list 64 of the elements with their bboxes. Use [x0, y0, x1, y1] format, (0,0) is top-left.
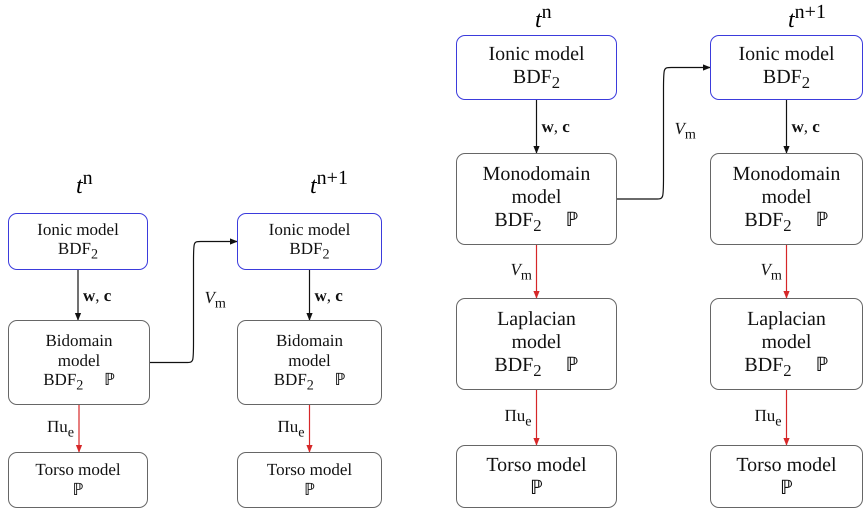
model-name: Ionic model: [268, 220, 350, 240]
model-box: [710, 153, 863, 245]
model-box: [456, 35, 617, 100]
time-step-label: t$^{n+1}$: [310, 168, 348, 198]
method-label: BDF$_{2}$: [512, 66, 560, 92]
method-label: BDF$_{2}$: [43, 370, 84, 394]
arrow: [783, 390, 790, 446]
model-name: Bidomain model: [44, 331, 114, 370]
model-name: Ionic model: [738, 42, 835, 66]
model-name: Ionic model: [488, 42, 585, 66]
arrow: [533, 100, 540, 154]
model-box: [456, 153, 617, 245]
arrow: [76, 405, 82, 453]
method-label: BDF$_{2}$: [744, 354, 792, 380]
model-name: Torso model: [35, 460, 121, 480]
model-box: [237, 213, 382, 270]
model-box: [8, 213, 148, 270]
method-label: BDF$_{2}$: [494, 354, 542, 380]
model-box: [456, 298, 617, 390]
time-step-label: t$^{n+1}$: [788, 2, 826, 32]
model-box: [8, 452, 148, 508]
method-label: ℙ: [780, 476, 793, 500]
model-name: Torso model: [486, 454, 587, 476]
model-name: Laplacian model: [746, 308, 827, 354]
model-name: Monodomain model: [482, 162, 592, 209]
model-name: Monodomain model: [732, 162, 842, 209]
model-box: [456, 445, 617, 508]
model-box: [710, 35, 863, 100]
arrow: [783, 100, 790, 154]
model-name: Torso model: [266, 460, 352, 480]
model-box: [237, 452, 382, 508]
time-step-label: t$^{n}$: [535, 2, 552, 32]
arrow: [533, 390, 540, 446]
method-label: ℙ: [334, 370, 346, 392]
method-label: BDF$_{2}$: [494, 208, 542, 236]
method-label: ℙ: [566, 354, 579, 378]
arrow: [783, 245, 790, 299]
arrow: [150, 238, 238, 364]
method-label: ℙ: [104, 370, 115, 392]
arrow: [306, 405, 313, 453]
model-box: [237, 320, 382, 405]
method-label: ℙ: [304, 480, 315, 500]
model-name: Bidomain model: [274, 331, 344, 370]
model-name: Torso model: [736, 454, 837, 476]
method-label: BDF$_{2}$: [289, 239, 330, 264]
method-label: ℙ: [816, 208, 829, 233]
method-label: ℙ: [530, 476, 543, 500]
method-label: BDF$_{2}$: [58, 239, 98, 264]
method-label: ℙ: [566, 208, 579, 233]
model-box: [710, 298, 863, 390]
model-name: Ionic model: [37, 220, 119, 240]
time-step-label: t$^{n}$: [76, 168, 93, 198]
arrow: [306, 270, 313, 321]
method-label: BDF$_{2}$: [762, 66, 810, 92]
model-box: [710, 445, 863, 508]
method-label: BDF$_{2}$: [274, 370, 314, 394]
model-box: [8, 320, 150, 405]
model-name: Laplacian model: [496, 308, 577, 354]
method-label: BDF$_{2}$: [744, 208, 792, 236]
method-label: ℙ: [72, 480, 84, 500]
method-label: ℙ: [816, 354, 829, 378]
arrow: [74, 270, 82, 321]
arrow: [533, 245, 540, 299]
arrow: [617, 64, 711, 200]
